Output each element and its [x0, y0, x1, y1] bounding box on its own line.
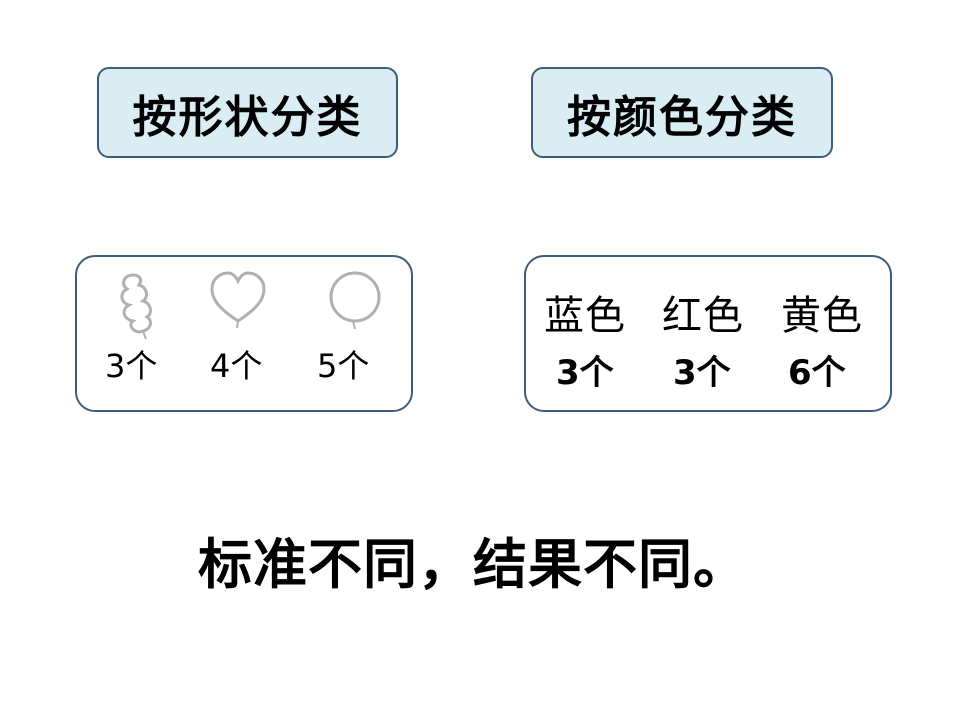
conclusion-text: 标准不同，结果不同。: [198, 532, 748, 596]
shape-result-panel: 3个 4个 5个: [75, 255, 413, 412]
color-result-panel: 蓝色 红色 黄色 3个 3个 6个: [524, 255, 892, 412]
color-red-count: 3个: [673, 353, 731, 393]
classify-by-shape-header: 按形状分类: [97, 67, 398, 158]
color-blue-count: 3个: [556, 353, 614, 393]
color-yellow-label: 黄色: [781, 293, 863, 339]
heart-balloon-count: 4个: [210, 347, 263, 385]
classify-by-color-label: 按颜色分类: [567, 91, 797, 143]
color-red-label: 红色: [662, 293, 744, 339]
color-blue-label: 蓝色: [544, 293, 626, 339]
classify-by-shape-label: 按形状分类: [132, 91, 363, 143]
long-balloon-icon: [113, 271, 163, 341]
long-balloon-count: 3个: [105, 347, 158, 385]
color-yellow-count: 6个: [788, 353, 846, 393]
classify-by-color-header: 按颜色分类: [531, 67, 833, 158]
heart-balloon-icon: [208, 271, 268, 331]
round-balloon-icon: [326, 271, 384, 333]
round-balloon-count: 5个: [317, 347, 370, 385]
